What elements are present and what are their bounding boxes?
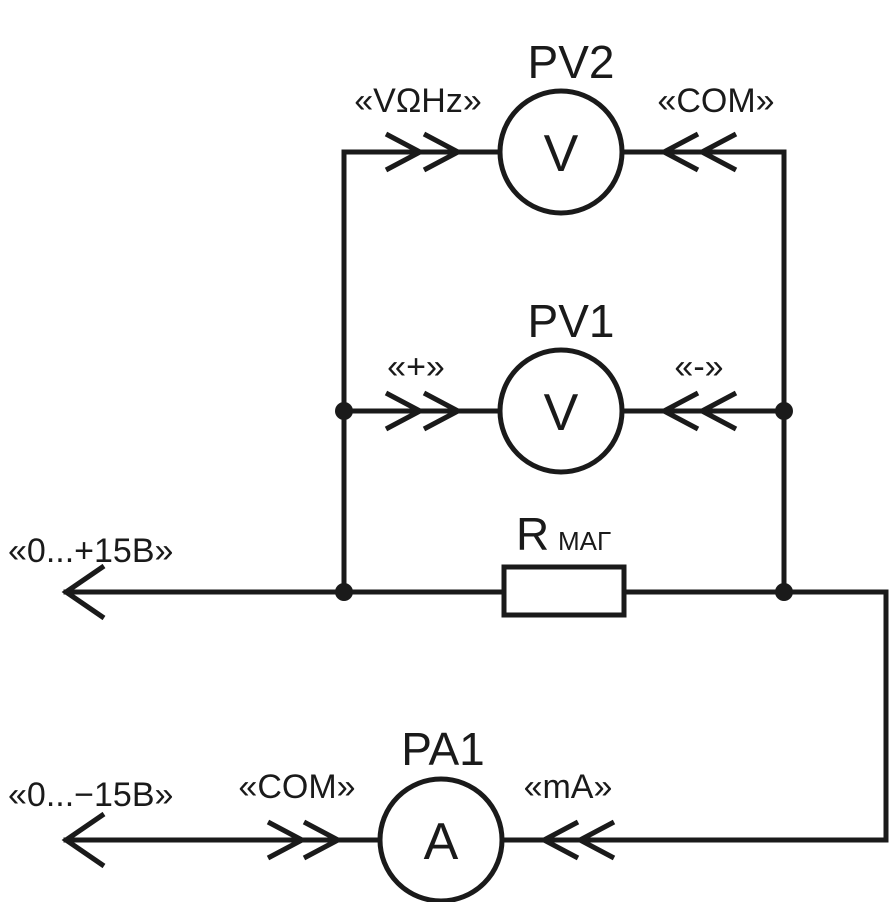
positive-source-label: «0...+15В» xyxy=(8,532,173,570)
pv2-right-connector-icon xyxy=(658,131,700,173)
pv2-left-connector-icon-2 xyxy=(422,131,464,173)
junction-dot xyxy=(775,583,793,601)
junction-dot xyxy=(775,402,793,420)
positive-source-arrow-icon xyxy=(61,563,106,621)
resistor-body xyxy=(501,564,627,618)
pa1-right-terminal-label: «mA» xyxy=(524,768,613,806)
pv1-left-connector-icon-2 xyxy=(422,390,464,432)
pa1-left-terminal-label: «COM» xyxy=(238,768,355,806)
resistor-label: R xyxy=(516,508,549,560)
pv1-label: PV1 xyxy=(528,295,615,347)
negative-source-label: «0...−15В» xyxy=(8,776,173,814)
pv1-symbol: V xyxy=(544,384,579,442)
junction-dot xyxy=(335,402,353,420)
pv2-meter-circle xyxy=(497,88,625,216)
negative-source-arrow-icon xyxy=(61,811,106,869)
pv1-left-connector-icon xyxy=(384,390,426,432)
pv2-symbol: V xyxy=(544,125,579,183)
pv2-right-connector-icon-2 xyxy=(696,131,738,173)
pv1-meter-circle xyxy=(497,347,625,475)
junction-dot xyxy=(335,583,353,601)
pa1-left-connector-icon xyxy=(266,819,308,861)
pv2-right-terminal-label: «COM» xyxy=(657,82,774,120)
pa1-label: PA1 xyxy=(401,723,485,775)
connectors xyxy=(266,131,738,861)
pv2-left-terminal-label: «VΩHz» xyxy=(354,82,481,120)
pa1-right-connector-icon-2 xyxy=(574,819,616,861)
pv2-left-connector-icon xyxy=(384,131,426,173)
pa1-symbol: A xyxy=(424,813,459,871)
pv1-left-terminal-label: «+» xyxy=(387,348,445,386)
pv1-right-connector-icon-2 xyxy=(696,390,738,432)
pa1-meter-circle xyxy=(377,776,505,902)
pv1-right-connector-icon xyxy=(658,390,700,432)
resistor-subscript: МАГ xyxy=(558,526,611,556)
pv1-right-terminal-label: «-» xyxy=(674,348,723,386)
pv2-label: PV2 xyxy=(528,36,615,88)
pa1-left-connector-icon-2 xyxy=(302,819,344,861)
pa1-right-connector-icon xyxy=(538,819,580,861)
